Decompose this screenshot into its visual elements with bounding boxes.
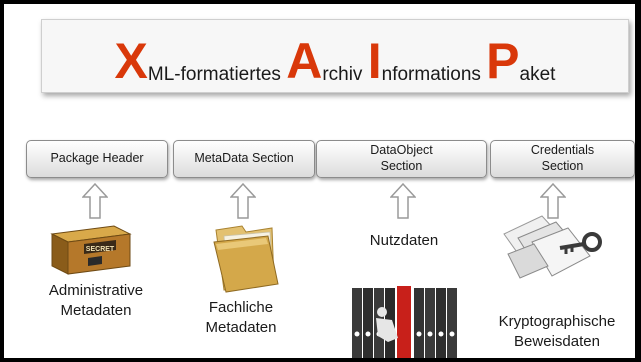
credentials-section-label: Credentials Section bbox=[530, 143, 595, 173]
package-header-label: Package Header bbox=[50, 151, 144, 166]
binders-icon bbox=[352, 286, 457, 358]
dataobject-section-label: DataObject Section bbox=[370, 143, 433, 173]
up-arrow-icon bbox=[540, 183, 566, 219]
title-part-nformations: nformations bbox=[381, 64, 487, 85]
title-part-aket: aket bbox=[519, 64, 556, 85]
secret-sign: SECRET bbox=[86, 246, 115, 253]
title-letter-p: P bbox=[486, 33, 520, 89]
up-arrow-icon bbox=[82, 183, 108, 219]
dataobject-section-box: DataObject Section bbox=[316, 140, 487, 178]
metadata-section-box: MetaData Section bbox=[173, 140, 315, 178]
keys-papers-icon bbox=[503, 215, 602, 279]
title-part-ml: ML-formatiertes bbox=[147, 64, 287, 85]
nutzdaten-caption: Nutzdaten bbox=[369, 232, 439, 249]
administrative-metadata-caption: Administrative Metadaten bbox=[48, 282, 144, 319]
metadata-section-label: MetaData Section bbox=[194, 151, 294, 166]
title-letter-a: A bbox=[286, 33, 323, 89]
diagram-frame: X ML-formatiertes A rchiv I nformations … bbox=[4, 4, 635, 358]
up-arrow-icon bbox=[390, 183, 416, 219]
secret-chest-icon: SECRET bbox=[50, 225, 132, 275]
kryptographische-caption: Kryptographische Beweisdaten bbox=[498, 313, 616, 350]
title-banner: X ML-formatiertes A rchiv I nformations … bbox=[41, 19, 629, 93]
title-part-rchiv: rchiv bbox=[322, 64, 368, 85]
up-arrow-icon bbox=[230, 183, 256, 219]
folder-icon bbox=[213, 225, 279, 293]
credentials-section-box: Credentials Section bbox=[490, 140, 635, 178]
package-header-box: Package Header bbox=[26, 140, 168, 178]
title-letter-i: I bbox=[367, 33, 382, 89]
fachliche-metadata-caption: Fachliche Metadaten bbox=[205, 299, 277, 336]
title-letter-x: X bbox=[114, 33, 148, 89]
